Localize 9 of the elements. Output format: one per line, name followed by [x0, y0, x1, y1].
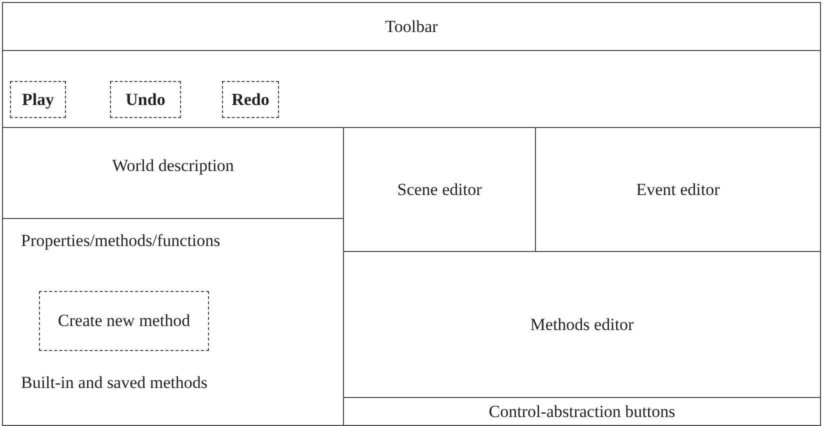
undo-button: Undo [110, 81, 181, 118]
play-button: Play [10, 81, 66, 118]
toolbar-bar: Toolbar [2, 2, 821, 51]
redo-button: Redo [222, 81, 279, 118]
properties-panel [2, 218, 344, 426]
panel-heading: Properties/methods/functions [21, 231, 220, 251]
control-buttons-bar: Control-abstraction buttons [343, 397, 821, 426]
create-method-button: Create new method [39, 291, 209, 351]
panel-label: Built-in and saved methods [21, 373, 208, 393]
